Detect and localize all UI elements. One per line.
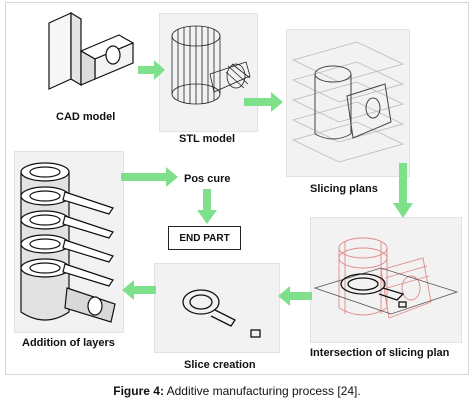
arrow-stl-to-slicing <box>244 92 283 112</box>
arrow-intersection-to-slice <box>278 286 312 306</box>
end-part-label: END PART <box>179 232 230 244</box>
slice-creation-panel <box>154 263 280 353</box>
figure-caption-label: Figure 4: <box>113 384 164 398</box>
end-part-box: END PART <box>168 226 241 250</box>
step-label-pos-cure: Pos cure <box>184 173 231 185</box>
stl-model-panel <box>159 13 258 132</box>
step-label-intersection: Intersection of slicing plan <box>310 347 450 359</box>
slice-creation-drawing <box>182 289 261 338</box>
stl-model-drawing <box>171 25 251 105</box>
slicing-plans-panel <box>286 29 410 177</box>
intersection-drawing <box>313 237 459 319</box>
arrow-layers-to-pos-cure <box>121 167 178 187</box>
arrow-pos-cure-to-end-part <box>197 189 217 224</box>
arrow-slicing-to-intersection <box>393 163 413 218</box>
figure-caption: Figure 4: Additive manufacturing process… <box>0 384 474 398</box>
step-label-slicing-plans: Slicing plans <box>310 183 378 195</box>
step-label-addition-of-layers: Addition of layers <box>22 337 115 349</box>
step-label-slice-creation: Slice creation <box>184 359 256 371</box>
arrow-slice-to-layers <box>122 280 156 300</box>
addition-of-layers-drawing <box>20 162 116 323</box>
step-label-cad-model: CAD model <box>56 111 116 123</box>
slicing-plans-drawing <box>291 41 405 163</box>
intersection-panel <box>310 217 462 343</box>
addition-of-layers-panel <box>14 151 124 333</box>
cad-model-drawing <box>48 11 135 90</box>
arrow-cad-to-stl <box>138 60 165 80</box>
diagram-frame: CAD model STL model <box>5 2 469 375</box>
step-label-stl-model: STL model <box>179 133 236 145</box>
figure-caption-text: Additive manufacturing process [24]. <box>163 384 361 398</box>
